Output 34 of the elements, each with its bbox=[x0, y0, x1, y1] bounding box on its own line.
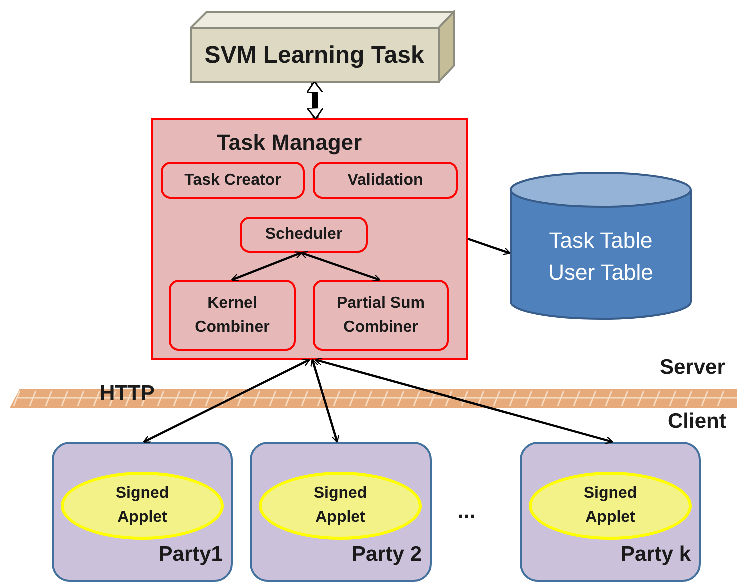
arrow bbox=[231, 251, 303, 282]
arrow bbox=[468, 238, 512, 256]
double-arrow bbox=[308, 81, 322, 120]
party-label: Party k bbox=[620, 542, 691, 568]
ellipsis-label: ... bbox=[458, 499, 476, 525]
arrow bbox=[310, 358, 340, 444]
party-box bbox=[250, 442, 432, 582]
component-label: Partial Sum Combiner bbox=[336, 294, 426, 338]
arrow bbox=[143, 359, 311, 443]
party-box bbox=[52, 442, 233, 582]
component-label: Kernel Combiner bbox=[194, 294, 271, 338]
block-title: SVM Learning Task bbox=[204, 40, 424, 70]
applet-label: Signed Applet bbox=[312, 484, 368, 528]
arrow bbox=[300, 251, 381, 282]
task-manager-panel bbox=[151, 118, 468, 360]
component-box bbox=[169, 280, 296, 351]
zone-label: Client bbox=[668, 409, 726, 435]
arrow bbox=[314, 358, 614, 444]
applet-label: Signed Applet bbox=[114, 484, 170, 528]
zone-label: HTTP bbox=[100, 381, 155, 407]
component-box bbox=[161, 162, 305, 199]
component-box bbox=[313, 162, 458, 199]
panel-title: Task Manager bbox=[217, 129, 362, 157]
component-box bbox=[240, 217, 368, 253]
party-box bbox=[520, 442, 701, 582]
database-label: Task Table User Table bbox=[548, 227, 654, 287]
party-label: Party1 bbox=[158, 542, 223, 568]
zone-label: Server bbox=[660, 355, 726, 381]
party-label: Party 2 bbox=[352, 542, 422, 568]
component-label: Validation bbox=[346, 170, 424, 190]
component-label: Task Creator bbox=[184, 170, 282, 190]
applet-label: Signed Applet bbox=[582, 484, 638, 528]
component-box bbox=[313, 280, 449, 351]
component-label: Scheduler bbox=[264, 225, 344, 245]
